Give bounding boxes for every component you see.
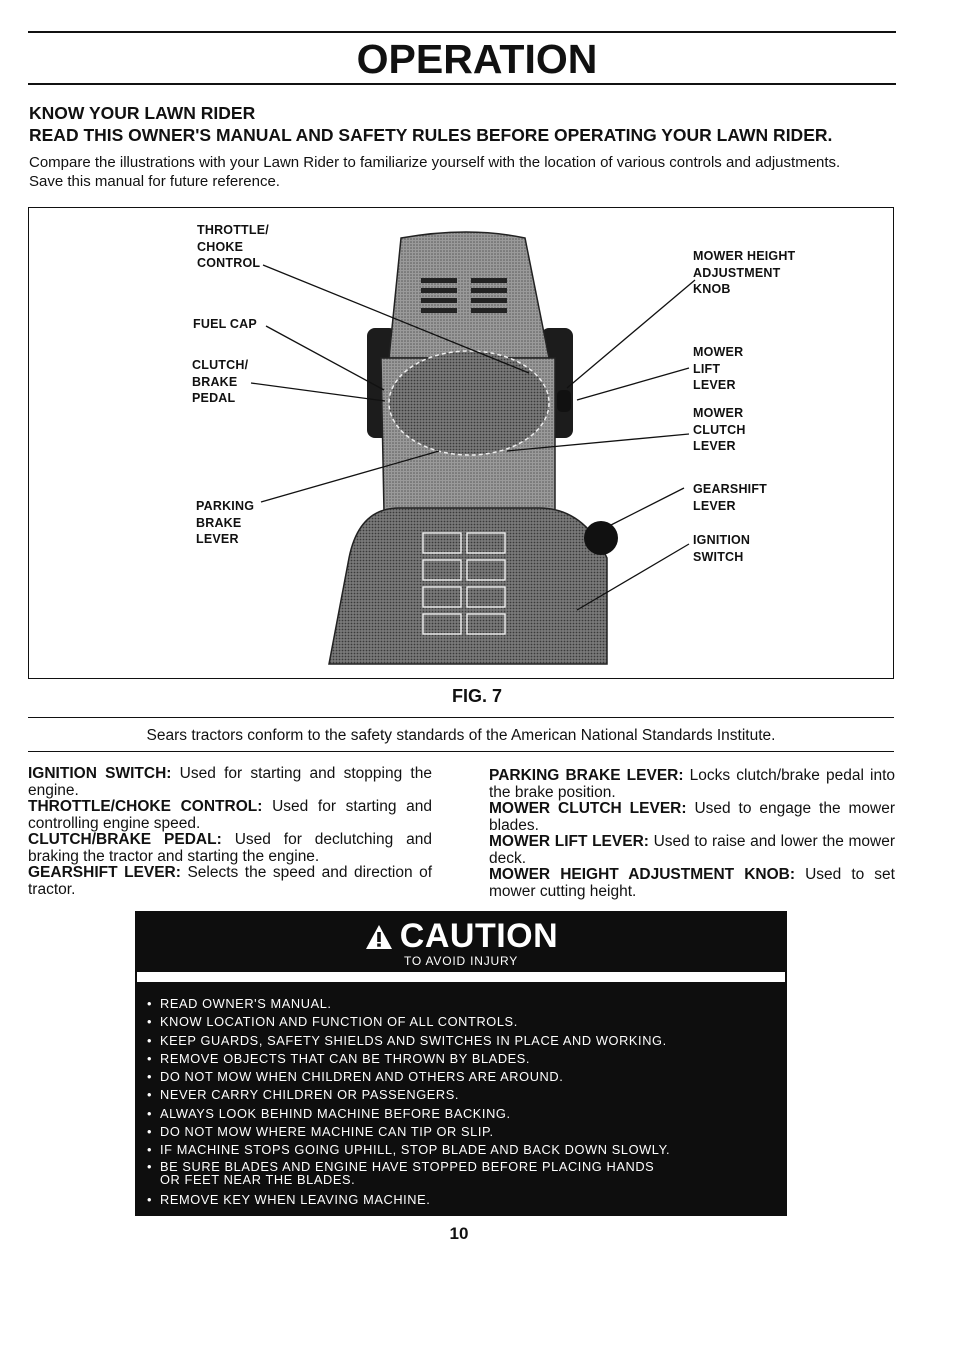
label-fuel-cap: FUEL CAP	[193, 317, 257, 331]
figure-7-frame: THROTTLE/ CHOKE CONTROL FUEL CAP CLUTCH/…	[28, 207, 894, 679]
section-heading: KNOW YOUR LAWN RIDER	[29, 103, 256, 123]
label-mower-height-knob: MOWER HEIGHT ADJUSTMENT KNOB	[693, 249, 796, 296]
label-parking-brake-lever: PARKING BRAKE LEVER	[196, 499, 255, 546]
label-gearshift-lever: GEARSHIFT LEVER	[693, 482, 768, 513]
definition-clutch-brake: CLUTCH/BRAKE PEDAL: Used for declutching…	[28, 831, 433, 865]
caution-header: CAUTION TO AVOID INJURY	[135, 917, 787, 968]
standards-rule-top	[28, 717, 894, 718]
seat-deck	[328, 507, 608, 665]
caution-item: KNOW LOCATION AND FUNCTION OF ALL CONTRO…	[147, 1013, 670, 1031]
title-underline	[28, 83, 896, 85]
page-number: 10	[449, 1224, 469, 1243]
caution-item: READ OWNER'S MANUAL.	[147, 995, 670, 1013]
caution-divider	[137, 972, 785, 982]
definition-throttle-choke: THROTTLE/CHOKE CONTROL: Used for startin…	[28, 798, 432, 832]
definition-mower-clutch: MOWER CLUTCH LEVER: Used to engage the m…	[489, 800, 895, 834]
caution-title: CAUTION	[399, 917, 559, 955]
intro-line-1: Compare the illustrations with your Lawn…	[29, 154, 841, 171]
label-throttle-choke: THROTTLE/ CHOKE CONTROL	[197, 223, 269, 270]
label-mower-lift-lever: MOWER LIFT LEVER	[693, 345, 744, 392]
intro-line-2: Save this manual for future reference.	[29, 173, 280, 190]
height-knob	[557, 390, 571, 412]
caution-item: DO NOT MOW WHERE MACHINE CAN TIP OR SLIP…	[147, 1123, 670, 1141]
caution-item: REMOVE OBJECTS THAT CAN BE THROWN BY BLA…	[147, 1050, 670, 1068]
definition-mower-height: MOWER HEIGHT ADJUSTMENT KNOB: Used to se…	[489, 866, 895, 900]
caution-item: BE SURE BLADES AND ENGINE HAVE STOPPED B…	[147, 1160, 660, 1186]
caution-item: DO NOT MOW WHEN CHILDREN AND OTHERS ARE …	[147, 1068, 670, 1086]
caution-item: NEVER CARRY CHILDREN OR PASSENGERS.	[147, 1086, 670, 1104]
figure-caption: FIG. 7	[451, 686, 502, 706]
caution-item: IF MACHINE STOPS GOING UPHILL, STOP BLAD…	[147, 1141, 670, 1159]
definitions-right: PARKING BRAKE LEVER: Locks clutch/brake …	[489, 767, 895, 900]
caution-box: CAUTION TO AVOID INJURY READ OWNER'S MAN…	[135, 911, 787, 1216]
gearshift-knob	[584, 521, 618, 555]
hood	[388, 231, 550, 359]
rear-panels	[422, 532, 506, 635]
standards-rule-bottom	[28, 751, 894, 752]
label-clutch-brake-pedal: CLUTCH/ BRAKE PEDAL	[192, 358, 249, 405]
caution-item: REMOVE KEY WHEN LEAVING MACHINE.	[147, 1191, 670, 1209]
page-title: OPERATION	[356, 36, 598, 82]
dashboard	[388, 350, 550, 456]
definition-gearshift: GEARSHIFT LEVER: Selects the speed and d…	[28, 864, 433, 898]
caution-item: KEEP GUARDS, SAFETY SHIELDS AND SWITCHES…	[147, 1032, 670, 1050]
label-ignition-switch: IGNITION SWITCH	[693, 533, 751, 564]
caution-list: READ OWNER'S MANUAL. KNOW LOCATION AND F…	[147, 995, 670, 1209]
warning-triangle-icon	[365, 924, 392, 949]
standards-note: Sears tractors conform to the safety sta…	[146, 727, 776, 744]
definition-ignition-switch: IGNITION SWITCH: Used for starting and s…	[28, 765, 432, 799]
caution-item: ALWAYS LOOK BEHIND MACHINE BEFORE BACKIN…	[147, 1105, 670, 1123]
definitions-left: IGNITION SWITCH: Used for starting and s…	[28, 765, 433, 898]
caution-subtitle: TO AVOID INJURY	[403, 954, 519, 968]
definition-parking-brake: PARKING BRAKE LEVER: Locks clutch/brake …	[489, 767, 895, 801]
lawn-rider-illustration	[250, 231, 696, 665]
definition-mower-lift: MOWER LIFT LEVER: Used to raise and lowe…	[489, 833, 895, 867]
label-mower-clutch-lever: MOWER CLUTCH LEVER	[693, 406, 746, 453]
hood-vents	[421, 278, 507, 313]
warning-heading: READ THIS OWNER'S MANUAL AND SAFETY RULE…	[29, 125, 833, 145]
top-rule	[28, 31, 896, 33]
